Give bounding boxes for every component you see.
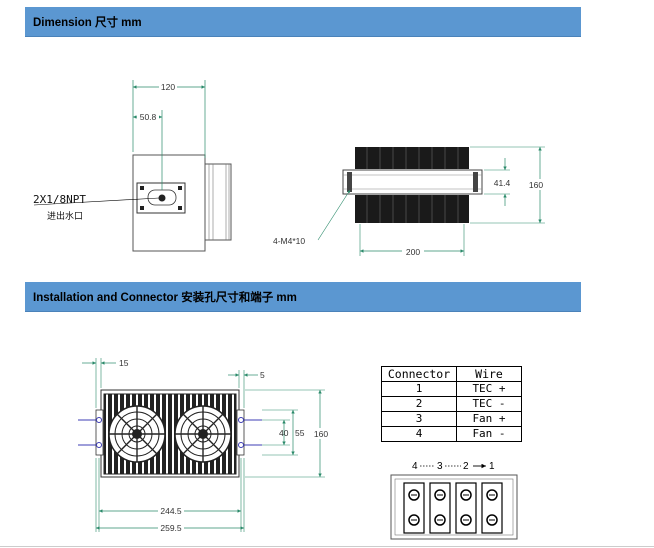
dim-offset: 50.8 <box>140 112 157 122</box>
installation-section-title: Installation and Connector 安装孔尺寸和端子 mm <box>33 292 297 304</box>
connector-header: Connector <box>381 366 457 382</box>
connector-table: Connector Wire 1 TEC + 2 TEC - 3 Fan + 4… <box>381 366 522 442</box>
screw-label: 4-M4*10 <box>273 236 305 246</box>
connector-table-header: Connector Wire <box>381 366 522 382</box>
side-view: 160 41.4 200 4-M4*10 <box>273 146 546 257</box>
bottom-divider <box>0 546 654 547</box>
fan-right <box>169 393 237 475</box>
dim-height: 160 <box>529 180 543 190</box>
table-row: 2 TEC - <box>381 396 522 412</box>
dim-160: 160 <box>314 429 328 439</box>
connector-cell: 4 <box>381 426 457 442</box>
connector-cell: 3 <box>381 411 457 427</box>
port-label-cn: 进出水口 <box>47 210 83 222</box>
wire-cell: Fan - <box>456 426 522 442</box>
table-row: 4 Fan - <box>381 426 522 442</box>
dim-2595: 259.5 <box>160 523 182 533</box>
dim-inner: 41.4 <box>494 178 511 188</box>
terminal-number-4: 4 <box>412 461 418 472</box>
wire-cell: Fan + <box>456 411 522 427</box>
dim-40: 40 <box>279 428 289 438</box>
dimension-section-header: Dimension 尺寸 mm <box>25 7 581 37</box>
installation-section-header: Installation and Connector 安装孔尺寸和端子 mm <box>25 282 581 312</box>
wire-cell: TEC - <box>456 396 522 412</box>
dim-width: 120 <box>161 82 175 92</box>
install-view: 15 5 40 55 160 244.5 259.5 <box>78 358 331 533</box>
table-row: 1 TEC + <box>381 381 522 397</box>
terminal-number-2: 2 <box>463 461 469 472</box>
connector-cell: 1 <box>381 381 457 397</box>
terminal-block: 4 3 2 1 <box>390 461 518 540</box>
wire-header: Wire <box>456 366 522 382</box>
table-row: 3 Fan + <box>381 411 522 427</box>
dimension-section-title: Dimension 尺寸 mm <box>33 17 142 29</box>
wire-cell: TEC + <box>456 381 522 397</box>
dim-15: 15 <box>119 358 129 368</box>
dim-2445: 244.5 <box>160 506 182 516</box>
connector-cell: 2 <box>381 396 457 412</box>
port-label: 2X1/8NPT <box>33 193 86 206</box>
terminal-number-3: 3 <box>437 461 443 472</box>
dim-5: 5 <box>260 370 265 380</box>
dim-length: 200 <box>406 247 420 257</box>
terminal-number-1: 1 <box>489 461 495 472</box>
dim-55: 55 <box>295 428 305 438</box>
front-view: 120 50.8 2X1/8NPT 进出水口 <box>33 80 232 252</box>
fan-left <box>103 393 171 475</box>
